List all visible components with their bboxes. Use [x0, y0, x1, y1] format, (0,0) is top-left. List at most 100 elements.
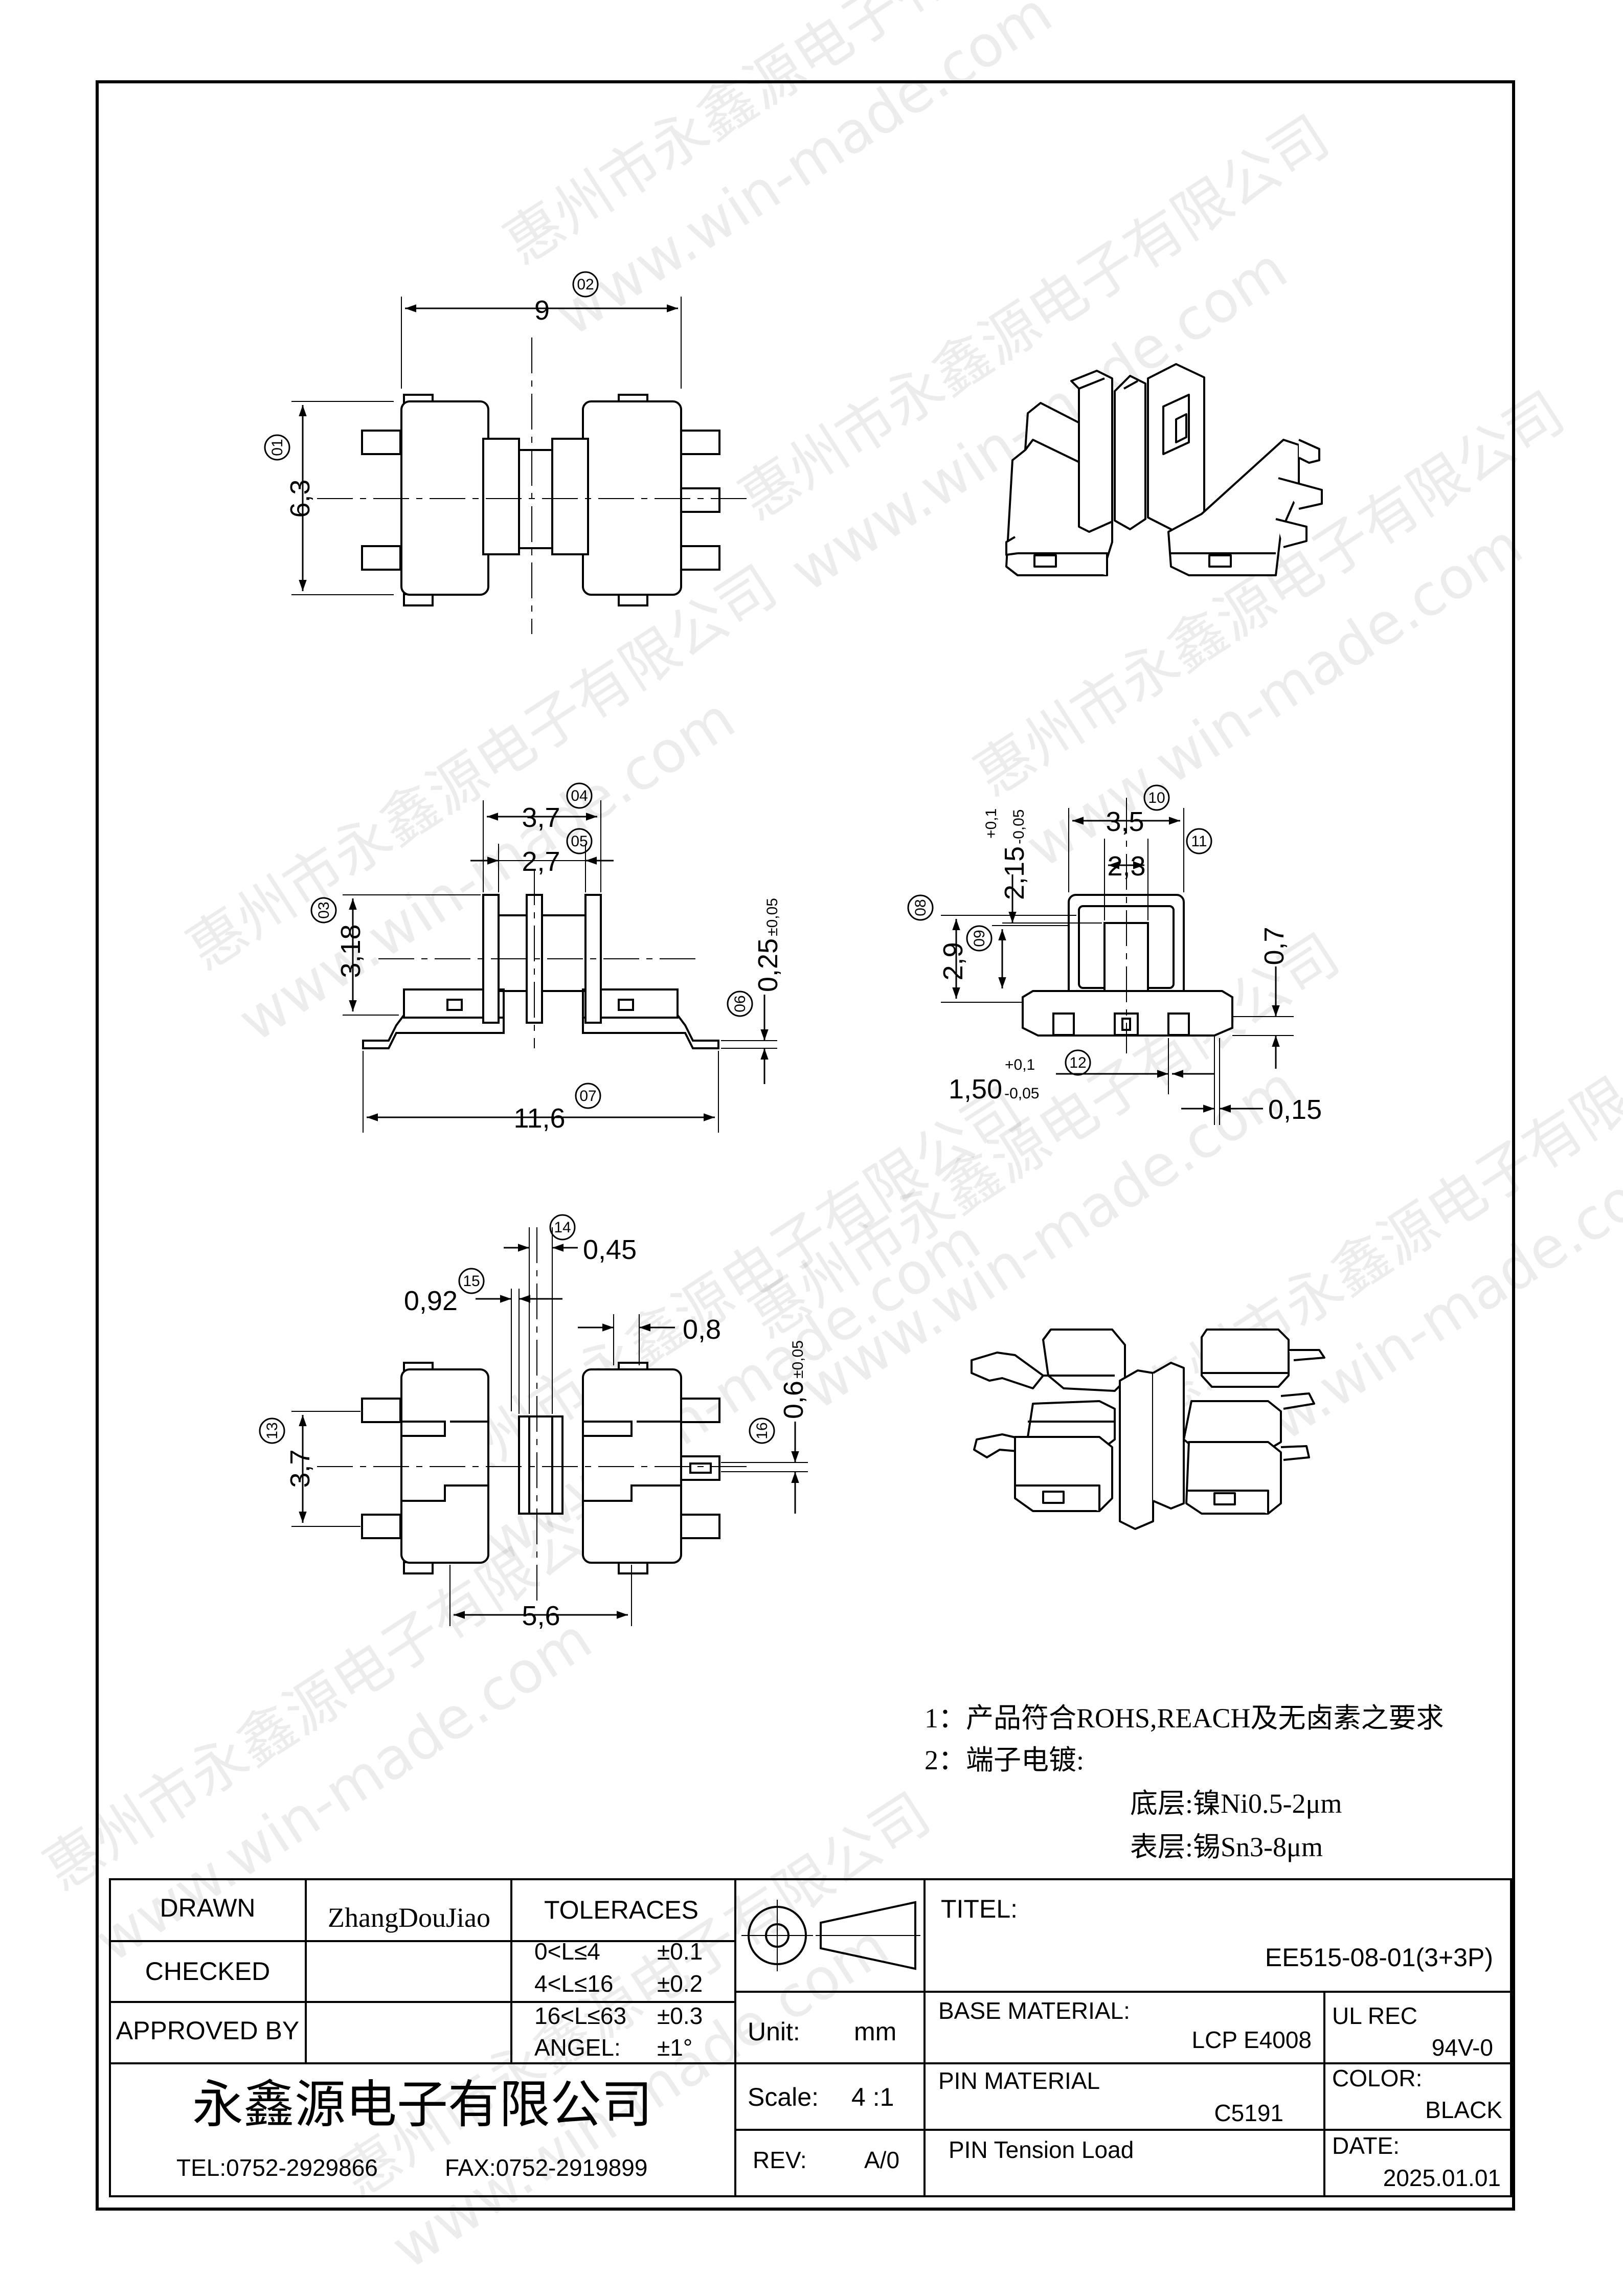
- pin-tension-label: PIN Tension Load: [949, 2136, 1134, 2163]
- title-label: TITEL:: [941, 1895, 1018, 1923]
- bubble-10: 10: [1148, 790, 1165, 806]
- bubble-16: 16: [754, 1422, 771, 1439]
- company-name: 永鑫源电子有限公司: [192, 2075, 652, 2134]
- note-1: 1：产品符合ROHS,REACH及无卤素之要求: [925, 1703, 1444, 1734]
- rev-value: A/0: [864, 2147, 899, 2173]
- date-label: DATE:: [1332, 2132, 1400, 2159]
- dim-e: 0,7: [1259, 927, 1290, 965]
- notes: 1：产品符合ROHS,REACH及无卤素之要求 2：端子电镀: 底层:镍Ni0.…: [925, 1703, 1444, 1862]
- bubble-04: 04: [571, 787, 588, 804]
- dim-a: 3,5: [1106, 806, 1144, 837]
- checked-label: CHECKED: [145, 1957, 270, 1986]
- ul-value: 94V-0: [1432, 2034, 1493, 2061]
- dim-c: 0,8: [683, 1314, 721, 1345]
- bubble-01: 01: [269, 439, 286, 456]
- base-material-value: LCP E4008: [1192, 2027, 1312, 2053]
- dim-height: 3,18: [335, 924, 366, 978]
- tol-range-4: ANGEL:: [534, 2034, 621, 2061]
- note-2-base: 底层:镍Ni0.5-2μm: [1130, 1788, 1342, 1819]
- bubble-03: 03: [315, 902, 332, 918]
- pin-material-label: PIN MATERIAL: [938, 2067, 1100, 2094]
- dim-g: 0,15: [1268, 1094, 1322, 1125]
- bubble-14: 14: [554, 1219, 571, 1236]
- ul-label: UL REC: [1332, 2002, 1417, 2029]
- dim-pin-thickness-value: 0,25: [753, 938, 783, 992]
- drawn-value: ZhangDouJiao: [328, 1902, 490, 1933]
- dim-d-tol: ±0,05: [790, 1340, 806, 1379]
- dim-length: 11,6: [513, 1103, 565, 1134]
- note-2-top: 表层:锡Sn3-8μm: [1130, 1832, 1323, 1862]
- tol-value-2: ±0.2: [657, 1970, 703, 1997]
- note-2: 2：端子电镀:: [925, 1745, 1084, 1775]
- front-view-labels: 3,7 04 2,7 05 3,18 03 0,25±0,05 06 11,6 …: [315, 787, 783, 1134]
- rev-label: REV:: [753, 2147, 807, 2173]
- dim-e: 3,7: [285, 1449, 315, 1488]
- bottom-view-labels: 0,45 14 0,92 15 0,8 0,6 ±0,05 16 3,7 13 5…: [264, 1219, 809, 1631]
- bubble-05: 05: [571, 833, 588, 850]
- dim-c-tol-up: +0,1: [983, 808, 1000, 839]
- dim-d: 0,6 ±0,05: [778, 1340, 809, 1419]
- bubble-02: 02: [577, 276, 594, 293]
- dim-flange-outer: 3,7: [522, 802, 560, 833]
- scale-value: 4 :1: [851, 2083, 894, 2111]
- bubble-09: 09: [971, 930, 988, 947]
- dim-f-tol-dn: -0,05: [1004, 1085, 1039, 1102]
- dim-d-value: 0,6: [778, 1381, 809, 1419]
- bottom-view: [259, 1214, 808, 1626]
- watermark: 惠州市永鑫源电子有限公司 www.win-made.com 惠州市永鑫源电子有限…: [33, 0, 1623, 2282]
- front-view: [310, 782, 777, 1133]
- iso-view-bottom: [971, 1329, 1325, 1530]
- tol-range-3: 16<L≤63: [534, 2002, 626, 2029]
- dim-pin-thickness: 0,25 ±0,05: [753, 898, 783, 992]
- dim-height: 6,3: [285, 479, 315, 517]
- unit-value: mm: [854, 2017, 896, 2046]
- dim-f-tol-up: +0,1: [1005, 1056, 1035, 1073]
- dim-b: 2,3: [1107, 851, 1145, 882]
- date-value: 2025.01.01: [1383, 2165, 1501, 2191]
- bubble-11: 11: [1191, 833, 1207, 850]
- bubble-13: 13: [264, 1422, 281, 1439]
- dim-f: 1,50-0,05: [949, 1074, 1040, 1105]
- top-view-labels: 9 02 6,3 01: [269, 276, 594, 518]
- tol-range-1: 0<L≤4: [534, 1938, 600, 1965]
- dim-d: 2,9: [938, 942, 968, 980]
- tol-value-3: ±0.3: [657, 2002, 703, 2029]
- tol-value-1: ±0.1: [657, 1938, 703, 1965]
- title-block: [109, 1878, 1512, 2197]
- dim-width: 9: [534, 295, 550, 326]
- dim-c-tol-dn: -0,05: [1010, 809, 1027, 844]
- tol-value-4: ±1°: [657, 2034, 692, 2061]
- pin-material-value: C5191: [1214, 2100, 1283, 2126]
- dim-c: 2,15 -0,05: [999, 809, 1030, 901]
- color-label: COLOR:: [1332, 2065, 1422, 2091]
- bubble-12: 12: [1069, 1054, 1086, 1071]
- side-view: [907, 784, 1294, 1125]
- dim-b: 0,92: [404, 1286, 458, 1316]
- bubble-07: 07: [579, 1088, 596, 1105]
- color-value: BLACK: [1425, 2097, 1502, 2123]
- dim-pin-thickness-tol: ±0,05: [764, 898, 781, 936]
- dim-c-value: 2,15: [999, 846, 1030, 900]
- tolerances-label: TOLERACES: [544, 1896, 698, 1924]
- title-value: EE515-08-01(3+3P): [1265, 1943, 1493, 1972]
- dim-a: 0,45: [583, 1234, 637, 1265]
- approved-label: APPROVED BY: [116, 2016, 299, 2045]
- iso-view-top: [1005, 363, 1323, 576]
- dim-f-value: 1,50: [949, 1074, 1002, 1105]
- company-fax: FAX:0752-2919899: [445, 2154, 647, 2181]
- scale-label: Scale:: [748, 2083, 819, 2111]
- unit-label: Unit:: [748, 2017, 800, 2046]
- drawn-label: DRAWN: [160, 1894, 255, 1922]
- company-tel: TEL:0752-2929866: [176, 2154, 378, 2181]
- bubble-06: 06: [732, 995, 749, 1012]
- drawing-border: [96, 80, 1515, 2211]
- side-view-labels: 3,5 10 2,3 11 2,15 -0,05 +0,1 2,9 08 09 0…: [912, 790, 1322, 1125]
- tol-range-2: 4<L≤16: [534, 1970, 613, 1997]
- top-view: [264, 271, 752, 634]
- bubble-15: 15: [463, 1273, 480, 1290]
- base-material-label: BASE MATERIAL:: [938, 1997, 1130, 2024]
- title-block-text: DRAWN ZhangDouJiao CHECKED APPROVED BY T…: [116, 1894, 1503, 2191]
- dim-f: 5,6: [522, 1601, 560, 1631]
- bubble-08: 08: [912, 899, 929, 916]
